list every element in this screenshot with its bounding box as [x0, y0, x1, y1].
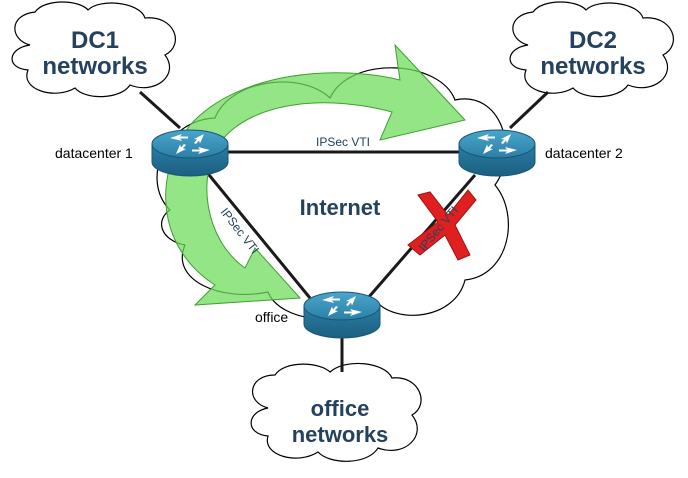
router-label-office: office — [255, 309, 288, 325]
vti-link-dc1-office — [203, 169, 312, 299]
dc2-cloud-title: DC2 — [569, 27, 617, 54]
reroute-arrow — [165, 43, 466, 306]
dc2-networks-cloud — [509, 1, 674, 98]
office-networks-cloud — [250, 362, 422, 462]
office-cloud-title: office — [311, 396, 370, 421]
vti-label-dc1-dc2: IPSec VTI — [316, 135, 370, 149]
dc2-cloud-link — [508, 90, 550, 130]
link-failure-icon — [407, 189, 477, 261]
router-datacenter-2[interactable] — [458, 129, 536, 177]
dc1-cloud-subtitle: networks — [42, 53, 147, 80]
internet-label: Internet — [300, 195, 381, 220]
office-cloud-subtitle: networks — [292, 422, 389, 447]
router-datacenter-1[interactable] — [151, 129, 229, 177]
dc2-cloud-subtitle: networks — [540, 53, 645, 80]
router-label-datacenter-2: datacenter 2 — [545, 145, 623, 161]
dc1-cloud-title: DC1 — [71, 27, 119, 54]
router-label-datacenter-1: datacenter 1 — [55, 145, 133, 161]
router-office[interactable] — [303, 291, 381, 339]
dc1-networks-cloud — [11, 1, 176, 98]
dc1-cloud-link — [138, 90, 182, 130]
